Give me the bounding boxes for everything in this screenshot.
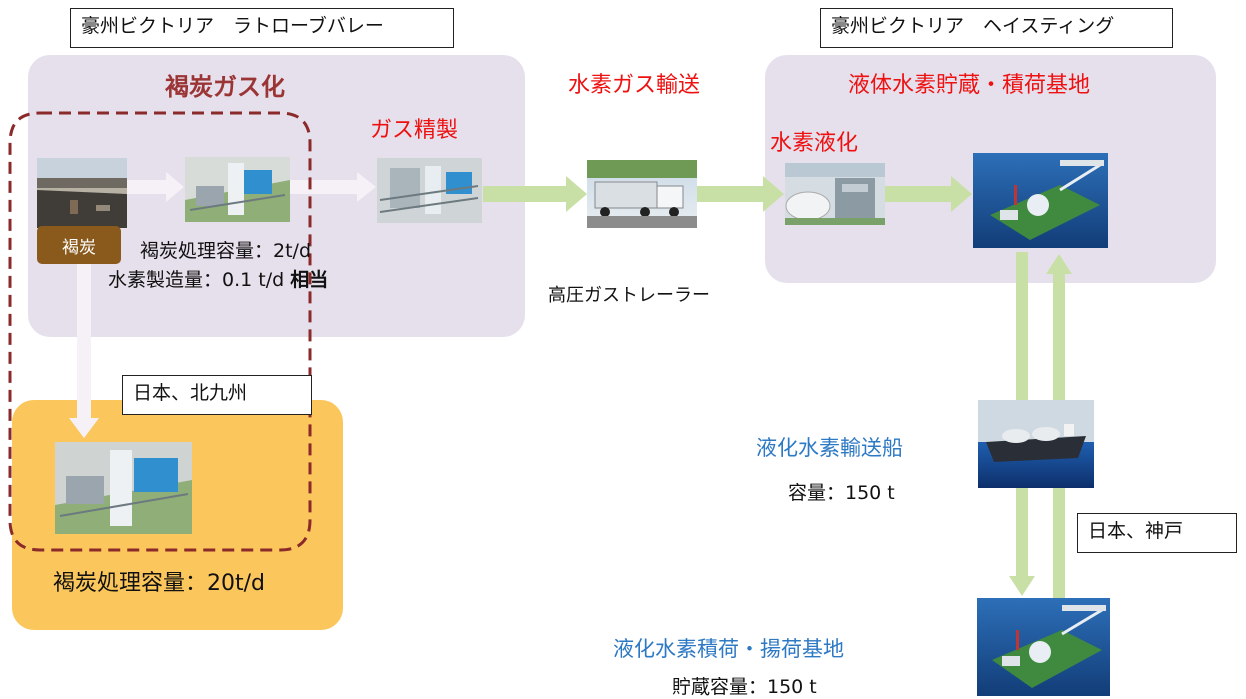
- purification-title: ガス精製: [370, 118, 459, 143]
- green-arrow-liquefaction-to-storage: [885, 176, 972, 212]
- gasification-plant-image: [185, 157, 290, 222]
- green-arrow-trailer-to-liquefaction: [697, 176, 784, 212]
- hastings-base-title: 液体水素貯蔵・積荷基地: [848, 73, 1091, 98]
- hydrogen-production-value: 水素製造量：0.1 t/d: [108, 269, 291, 291]
- coal-mine-image: [37, 158, 127, 228]
- gas-trailer-image: [587, 160, 697, 228]
- hydrogen-production-equivalent: 相当: [290, 269, 329, 291]
- brown-coal-badge: 褐炭: [37, 226, 121, 264]
- white-arrow-down-to-kitakyushu: [69, 264, 99, 438]
- location-kobe: 日本、神戸: [1077, 513, 1237, 553]
- kitakyushu-plant-image: [55, 442, 192, 534]
- lh2-carrier-ship-image: [978, 400, 1094, 488]
- hydrogen-production: 水素製造量：0.1 t/d 相当: [108, 265, 328, 292]
- hydrogen-transport-title: 水素ガス輸送: [568, 73, 701, 98]
- location-hastings: 豪州ビクトリア ヘイスティング: [820, 8, 1173, 48]
- gasification-capacity: 褐炭処理容量：2t/d: [140, 240, 312, 262]
- kobe-terminal-image: [977, 598, 1110, 696]
- scope-dashed-outline: [8, 111, 312, 552]
- hastings-storage-base-image: [973, 153, 1108, 248]
- white-arrow-coal-to-plant: [127, 172, 184, 202]
- kitakyushu-capacity: 褐炭処理容量：20t/d: [53, 571, 265, 596]
- kobe-storage-capacity: 貯蔵容量：150 t: [672, 676, 817, 698]
- location-kitakyushu: 日本、北九州: [122, 375, 312, 415]
- white-arrow-plant-to-purification: [290, 172, 376, 202]
- kobe-terminal-title: 液化水素積荷・揚荷基地: [613, 637, 844, 661]
- liquefaction-title: 水素液化: [770, 131, 859, 156]
- location-latrobe-valley: 豪州ビクトリア ラトローブバレー: [70, 8, 454, 48]
- ship-title: 液化水素輸送船: [756, 436, 903, 460]
- liquefaction-plant-image: [785, 163, 885, 225]
- trailer-label: 高圧ガストレーラー: [548, 285, 710, 306]
- green-arrow-purification-to-trailer: [483, 176, 587, 212]
- purification-plant-image: [377, 158, 482, 223]
- gasification-title: 褐炭ガス化: [165, 73, 285, 101]
- ship-capacity: 容量：150 t: [788, 482, 895, 504]
